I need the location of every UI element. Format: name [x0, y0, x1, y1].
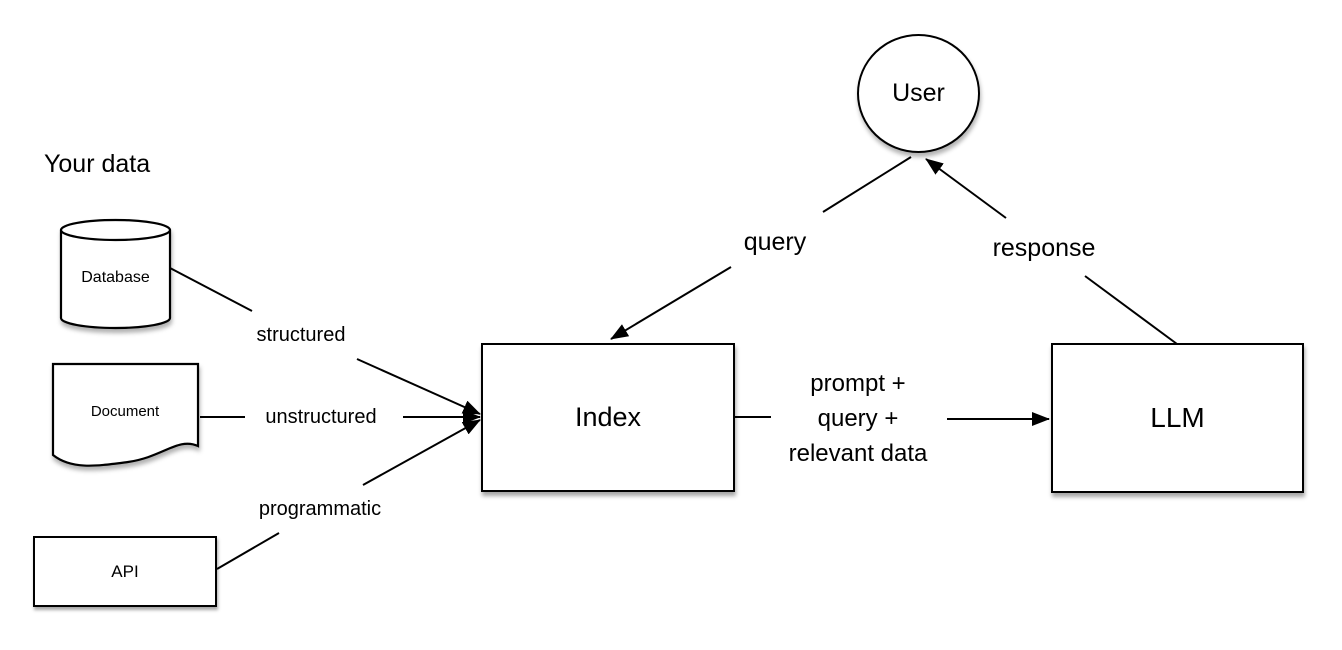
unstructured-edge-label: unstructured — [265, 406, 377, 428]
index-label: Index — [574, 402, 642, 432]
llm-label: LLM — [1150, 402, 1205, 433]
document-label: Document — [90, 403, 160, 420]
structured-index-arrow — [356, 358, 481, 415]
response-user-arrow — [925, 158, 1007, 219]
llm-response-line — [1084, 275, 1178, 345]
query-edge-label: query — [743, 228, 807, 256]
api-label: API — [111, 561, 139, 581]
api-node: API — [33, 536, 217, 607]
api-programmatic-line — [216, 532, 280, 570]
query-index-arrow — [610, 266, 732, 340]
llm-node: LLM — [1051, 343, 1304, 493]
programmatic-edge-label: programmatic — [258, 498, 382, 520]
your-data-title: Your data — [44, 150, 151, 178]
index-node: Index — [481, 343, 735, 492]
database-structured-line — [169, 267, 253, 312]
user-node: User — [857, 34, 980, 153]
database-label: Database — [81, 269, 150, 286]
prompt-edge-label-line1: prompt + — [810, 370, 906, 397]
structured-edge-label: structured — [256, 324, 346, 346]
prompt-edge-label: prompt + query + relevant data — [758, 366, 958, 471]
prompt-edge-label-line2: query + — [817, 405, 899, 432]
user-query-line — [822, 156, 912, 213]
document-icon — [51, 362, 200, 467]
prompt-edge-label-line3: relevant data — [788, 440, 928, 467]
database-cylinder-icon — [59, 218, 172, 330]
user-label: User — [892, 79, 945, 107]
response-edge-label: response — [992, 234, 1096, 262]
programmatic-index-arrow — [362, 419, 481, 486]
